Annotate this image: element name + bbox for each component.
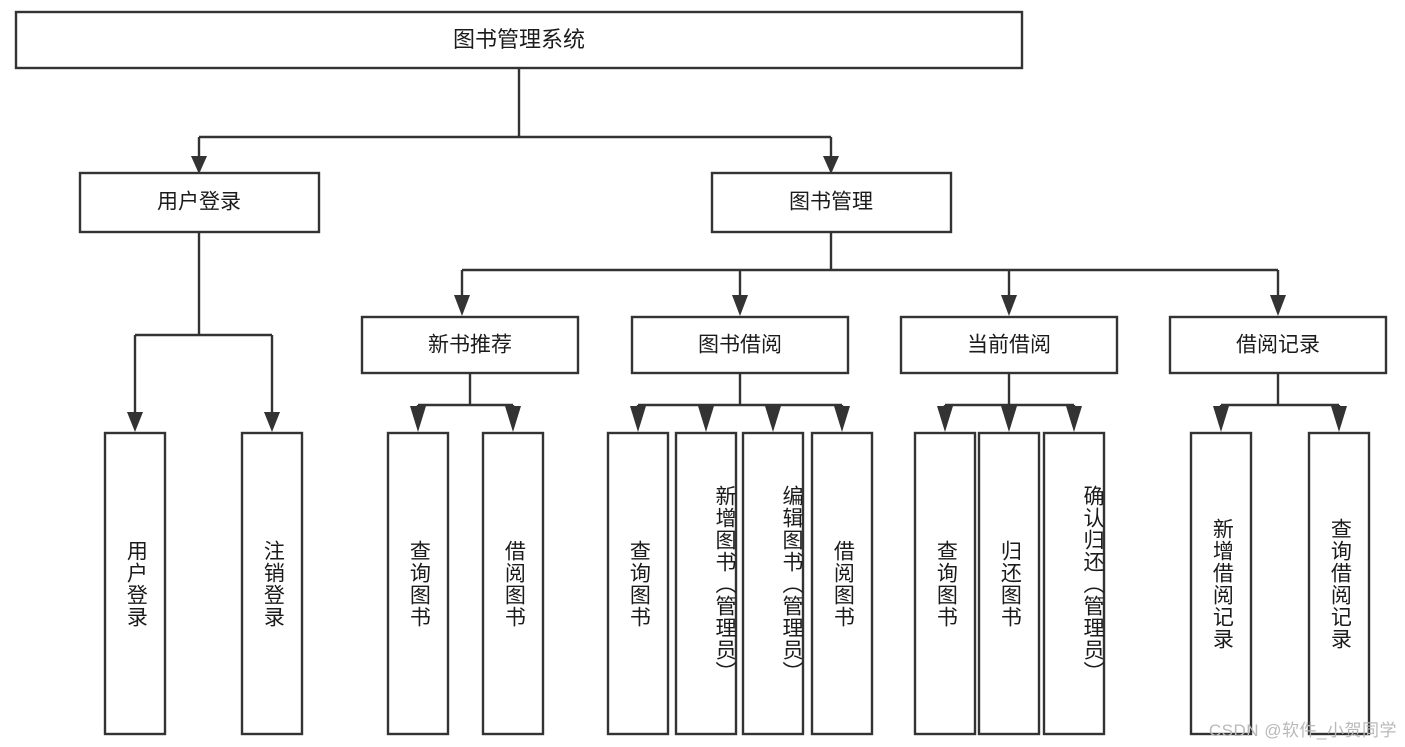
leaf-box-borrow-book-1[interactable] [481, 431, 545, 736]
node-user-login-box[interactable] [78, 171, 321, 234]
leaf-box-edit-book[interactable] [741, 431, 805, 736]
leaf-box-user-login[interactable] [103, 431, 167, 736]
leaf-box-query-record[interactable] [1307, 431, 1371, 736]
node-borrow-records-box[interactable] [1168, 315, 1388, 375]
leaf-box-query-book-1[interactable] [386, 431, 450, 736]
arrow-head-leaf-query-book-3 [937, 406, 953, 432]
node-book-borrow-label: 图书借阅 [698, 334, 782, 357]
leaf-box-return-book[interactable] [977, 431, 1041, 736]
arrow-head-leaf-confirm-return [1066, 406, 1082, 432]
leaf-box-add-record[interactable] [1189, 431, 1253, 736]
leaf-box-query-book-3[interactable] [913, 431, 977, 736]
leaf-box-confirm-return[interactable] [1042, 431, 1106, 736]
arrow-head-borrow [732, 295, 748, 316]
arrow-head-leaf-query-book-2 [630, 406, 646, 432]
node-current-borrow[interactable]: 当前借阅 [899, 315, 1119, 375]
node-root[interactable]: 图书管理系统 [14, 10, 1024, 70]
arrow-head-leaf-query-book-1 [410, 406, 426, 432]
arrow-head-leaf-add-book [698, 406, 714, 432]
arrow-head-newbook [454, 295, 470, 316]
node-book-management-box[interactable] [710, 171, 953, 234]
arrow-head-records [1270, 295, 1286, 316]
leaf-box-logout[interactable] [240, 431, 304, 736]
leaf-box-borrow-book-2[interactable] [810, 431, 874, 736]
arrow-head-leaf-add-record [1213, 406, 1229, 432]
leaf-box-query-book-2[interactable] [606, 431, 670, 736]
arrow-head-leaf-borrow-book-2 [834, 406, 850, 432]
arrow-head-bookmgmt [823, 156, 839, 174]
node-new-book-recommend[interactable]: 新书推荐 [360, 315, 580, 375]
node-book-borrow[interactable]: 图书借阅 [630, 315, 850, 375]
arrow-head-leaf-user-login [127, 412, 143, 432]
node-book-management-label: 图书管理 [789, 191, 873, 214]
arrow-head-leaf-return-book [1001, 406, 1017, 432]
connector-layer [127, 68, 1347, 432]
watermark-label: CSDN @软件_小贺同学 [1208, 721, 1397, 740]
arrow-head-current [1001, 295, 1017, 316]
leaf-box-add-book[interactable] [674, 431, 738, 736]
node-root-label: 图书管理系统 [453, 27, 585, 52]
arrow-head-leaf-query-record [1331, 406, 1347, 432]
arrow-head-leaf-borrow-book-1 [505, 406, 521, 432]
node-borrow-records[interactable]: 借阅记录 [1168, 315, 1388, 375]
node-user-login[interactable]: 用户登录 [78, 171, 321, 234]
node-new-book-recommend-box[interactable] [360, 315, 580, 375]
node-root-box[interactable] [14, 10, 1024, 70]
arrow-head-leaf-logout [264, 412, 280, 432]
node-user-login-label: 用户登录 [157, 191, 241, 214]
node-current-borrow-box[interactable] [899, 315, 1119, 375]
node-book-borrow-box[interactable] [630, 315, 850, 375]
node-new-book-recommend-label: 新书推荐 [428, 334, 512, 357]
node-borrow-records-label: 借阅记录 [1236, 334, 1320, 357]
arrow-head-leaf-edit-book [765, 406, 781, 432]
node-current-borrow-label: 当前借阅 [967, 334, 1051, 357]
node-book-management[interactable]: 图书管理 [710, 171, 953, 234]
arrow-head-userlogin [191, 156, 207, 174]
